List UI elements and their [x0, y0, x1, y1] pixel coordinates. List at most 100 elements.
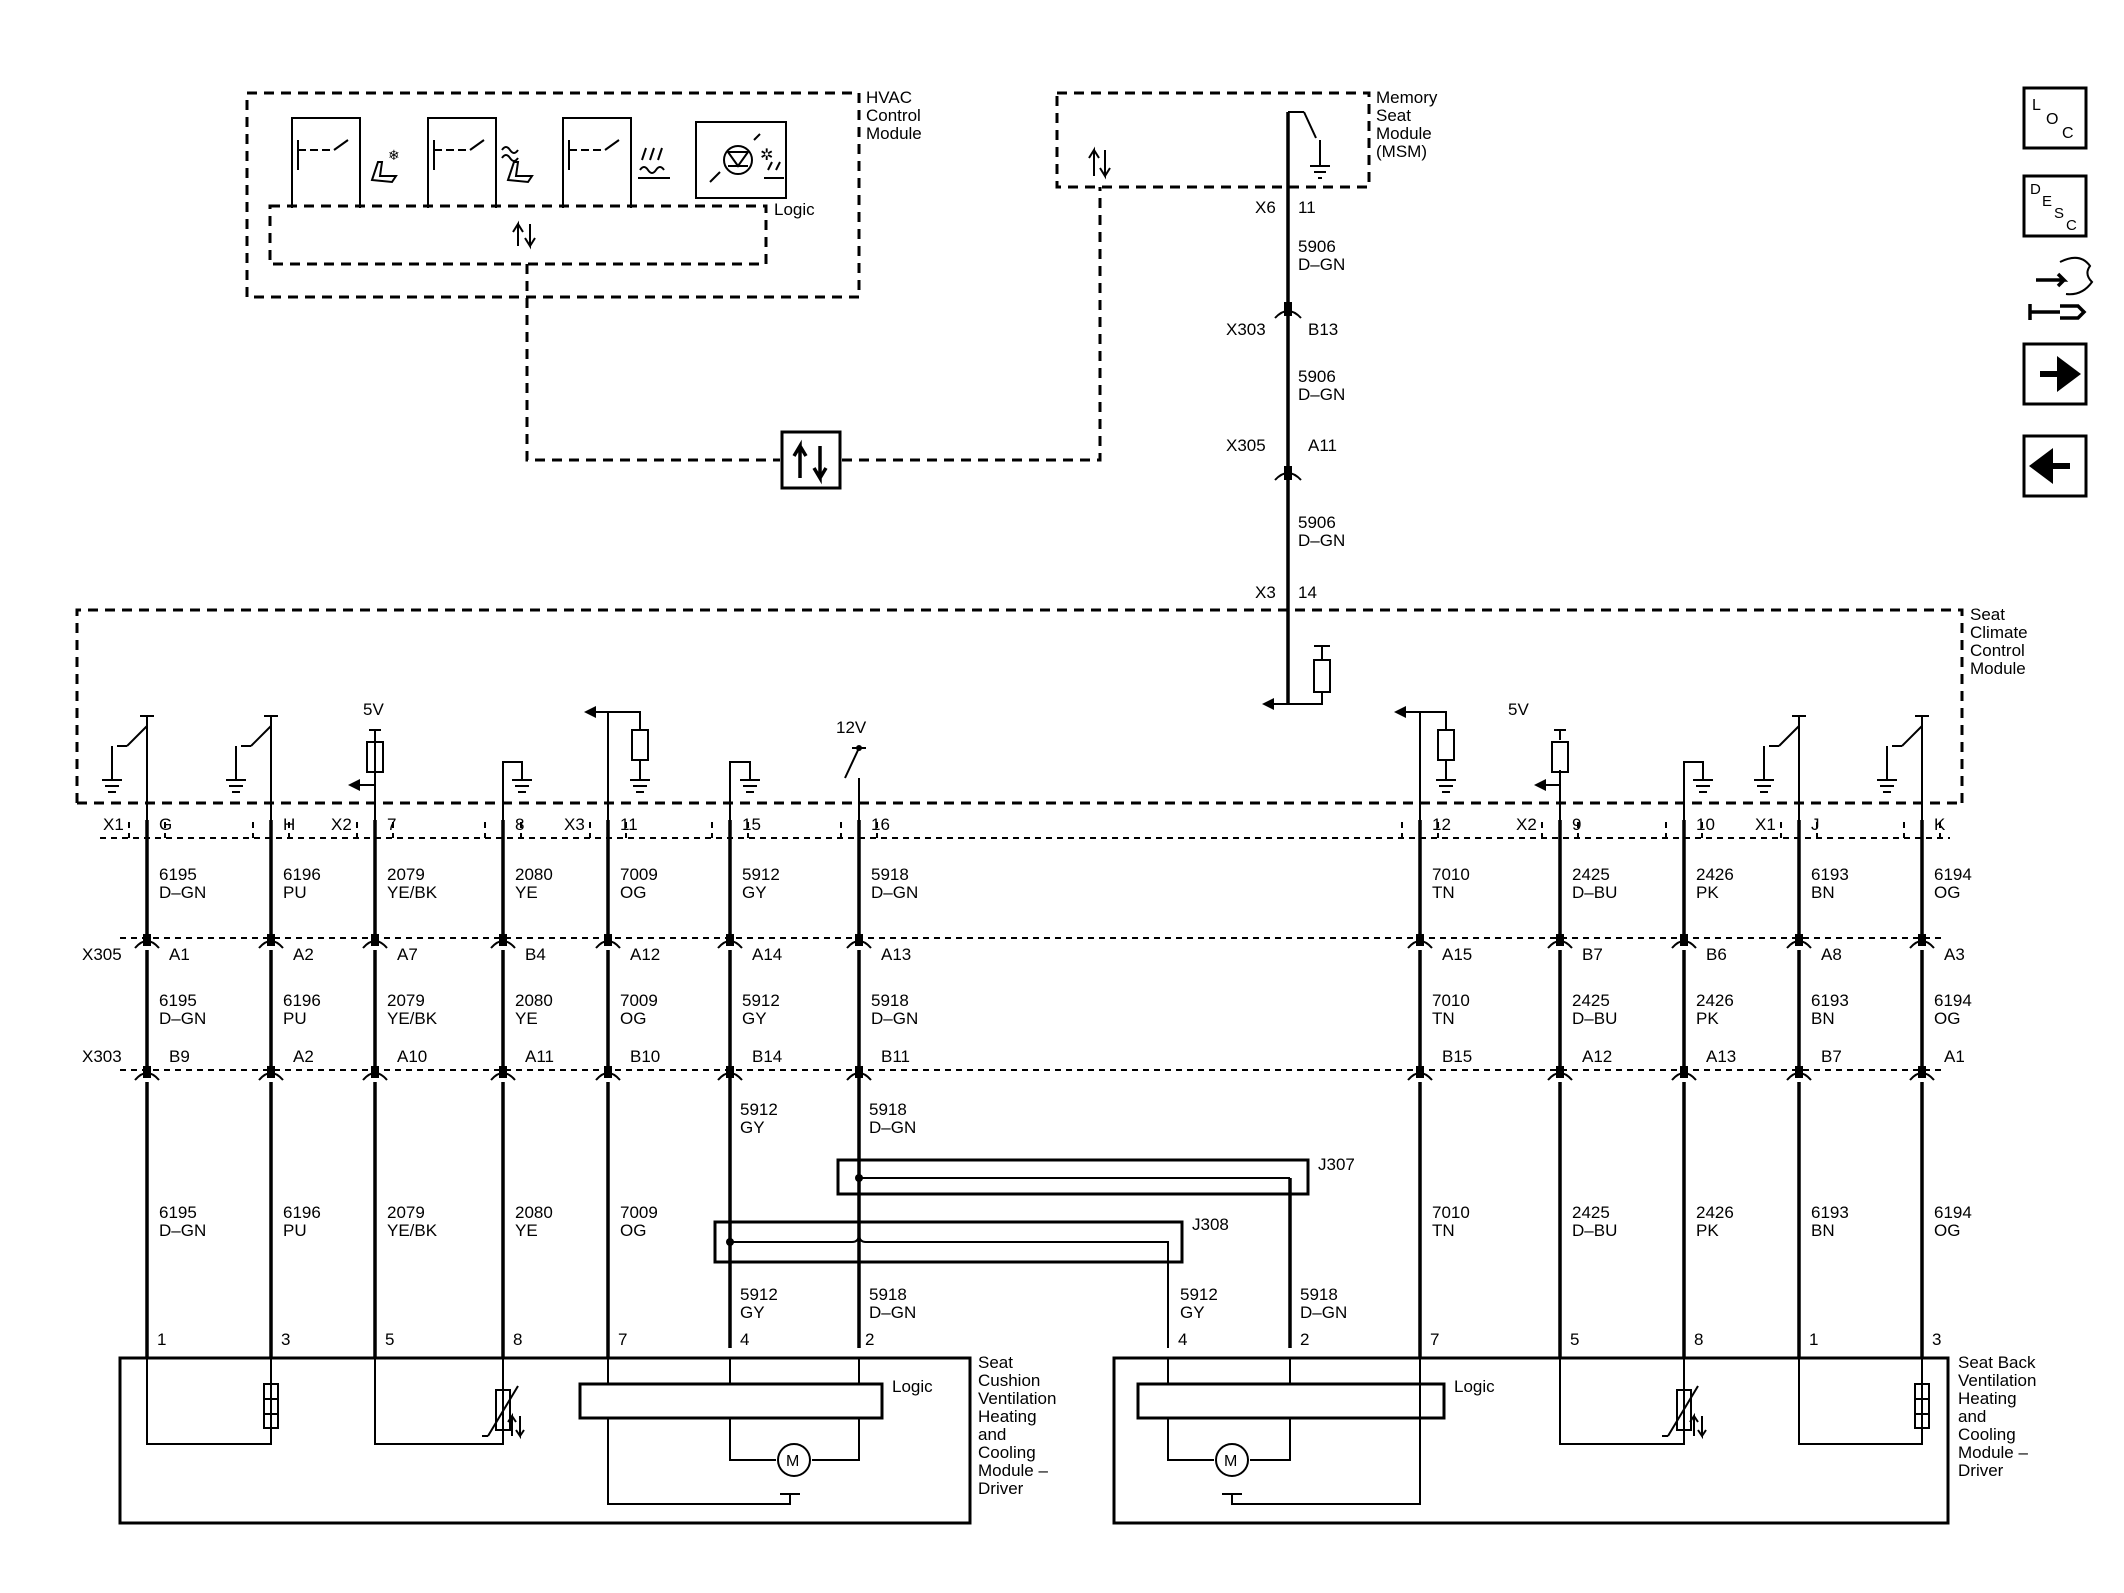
x303-pin-A11: A11 — [525, 1047, 554, 1066]
wire-color-2425-c: D–BU — [1572, 1221, 1617, 1240]
back-pin-4: 4 — [1178, 1330, 1187, 1349]
wire-color-6196: PU — [283, 883, 307, 902]
wire-color-2080-b: YE — [515, 1009, 538, 1028]
splice-wire-num-5912: 5912 — [740, 1100, 778, 1119]
x303-pin-A10: A10 — [397, 1047, 427, 1066]
svg-text:L: L — [2032, 97, 2041, 114]
pin-8: 8 — [515, 815, 524, 834]
msm-label-4: (MSM) — [1376, 142, 1427, 161]
wire-color-2079-c: YE/BK — [387, 1221, 438, 1240]
wire-num-6195: 6195 — [159, 865, 197, 884]
x303-pin-B15: B15 — [1442, 1047, 1472, 1066]
msm-wire-color-1: D–GN — [1298, 255, 1345, 274]
hvac-module-label-3: Module — [866, 124, 922, 143]
wire-num-2080-c: 2080 — [515, 1203, 553, 1222]
splice-wire-color-5912: GY — [740, 1118, 765, 1137]
x305-pin-B7: B7 — [1582, 945, 1603, 964]
back-wire-color-5918: D–GN — [1300, 1303, 1347, 1322]
wire-num-7010-c: 7010 — [1432, 1203, 1470, 1222]
cushion-label-8: Driver — [978, 1479, 1024, 1498]
cushion-label-7: Module – — [978, 1461, 1048, 1480]
supply-12v-switch-icon — [844, 745, 866, 820]
pin-15: 15 — [742, 815, 761, 834]
x305-pin-A1: A1 — [169, 945, 190, 964]
connector-label-7: X2 — [331, 815, 352, 834]
wire-num-6196: 6196 — [283, 865, 321, 884]
wire-num-6196-c: 6196 — [283, 1203, 321, 1222]
seat-back-module: Seat Back Ventilation Heating and Coolin… — [1112, 1330, 2036, 1525]
heater-element-icon — [263, 1383, 279, 1429]
back-logic-label: Logic — [1454, 1377, 1495, 1396]
wire-color-7010: TN — [1432, 883, 1455, 902]
wire-num-2079-b: 2079 — [387, 991, 425, 1010]
wire-color-2426-c: PK — [1696, 1221, 1719, 1240]
pin-16: 16 — [871, 815, 890, 834]
next-button[interactable] — [2022, 342, 2088, 406]
pin-12: 12 — [1432, 815, 1451, 834]
msm-serial-data-icon — [1088, 146, 1111, 180]
cushion-label-3: Ventilation — [978, 1389, 1056, 1408]
cushion-pin-2: 2 — [865, 1330, 874, 1349]
wire-color-6196-c: PU — [283, 1221, 307, 1240]
pin-11: 11 — [620, 815, 638, 834]
x305-label: X305 — [82, 945, 122, 964]
previous-button[interactable] — [2022, 434, 2088, 498]
supply-5v-right: 5V — [1508, 700, 1529, 719]
switch-ground-icon-k — [1877, 715, 1929, 820]
memory-seat-module: Memory Seat Module (MSM) — [1055, 88, 1438, 189]
wire-num-5918-b: 5918 — [871, 991, 909, 1010]
back-pin-2: 2 — [1300, 1330, 1309, 1349]
x303-pin-A13: A13 — [1706, 1047, 1736, 1066]
cushion-wire-num-5912: 5912 — [740, 1285, 778, 1304]
cushion-wire-color-5918: D–GN — [869, 1303, 916, 1322]
pin-7: 7 — [387, 815, 396, 834]
x305-pin-A15: A15 — [1442, 945, 1472, 964]
connector-repair-button[interactable] — [2028, 256, 2094, 320]
back-wire-color-5912: GY — [1180, 1303, 1205, 1322]
sccm-internal-symbols — [102, 706, 1929, 820]
cushion-label-5: and — [978, 1425, 1006, 1444]
seat-cushion-module: Seat Cushion Ventilation Heating and Coo… — [118, 1330, 1056, 1525]
hvac-control-module: HVAC Control Module Logic ❄ ✲ — [245, 88, 922, 299]
ground-icon-pin8 — [502, 761, 532, 820]
wire-num-2426-b: 2426 — [1696, 991, 1734, 1010]
back-pin-1: 1 — [1809, 1330, 1818, 1349]
msm-label-2: Seat — [1376, 106, 1411, 125]
wire-num-6195-c: 6195 — [159, 1203, 197, 1222]
wire-color-2080: YE — [515, 883, 538, 902]
connector-label-J: X1 — [1755, 815, 1776, 834]
pin-9: 9 — [1572, 815, 1581, 834]
desc-button[interactable]: D E S C — [2022, 174, 2088, 238]
connector-label-9: X2 — [1516, 815, 1537, 834]
heated-seat-back-button-icon — [562, 117, 670, 208]
wire-num-2080-b: 2080 — [515, 991, 553, 1010]
loc-button[interactable]: L O C — [2022, 86, 2088, 150]
seat-climate-control-module: Seat Climate Control Module 5V 5V 12V — [75, 605, 2028, 839]
svg-text:S: S — [2054, 205, 2064, 222]
j308-splice — [713, 1220, 1184, 1264]
wire-color-2426-b: PK — [1696, 1009, 1719, 1028]
wire-num-2426-c: 2426 — [1696, 1203, 1734, 1222]
splice-section: 5912 GY 5918 D–GN J307 J308 5912 GY 5918… — [713, 1070, 1355, 1348]
wire-color-5912: GY — [742, 883, 767, 902]
svg-text:✲: ✲ — [760, 147, 773, 164]
svg-text:M: M — [786, 1453, 799, 1470]
wire-color-6193-c: BN — [1811, 1221, 1835, 1240]
wire-num-2425: 2425 — [1572, 865, 1610, 884]
msm-wire-num-1: 5906 — [1298, 237, 1336, 256]
fan-indicator-icon: ✲ — [695, 121, 787, 199]
msm-x3-pin: 14 — [1298, 583, 1317, 602]
pullup-5v-icon-left — [348, 729, 384, 820]
x305-pin-B4: B4 — [525, 945, 546, 964]
wire-color-7009-c: OG — [620, 1221, 646, 1240]
x303-pin-B10: B10 — [630, 1047, 660, 1066]
arrow-left-icon — [2029, 448, 2070, 484]
wire-color-2425: D–BU — [1572, 883, 1617, 902]
